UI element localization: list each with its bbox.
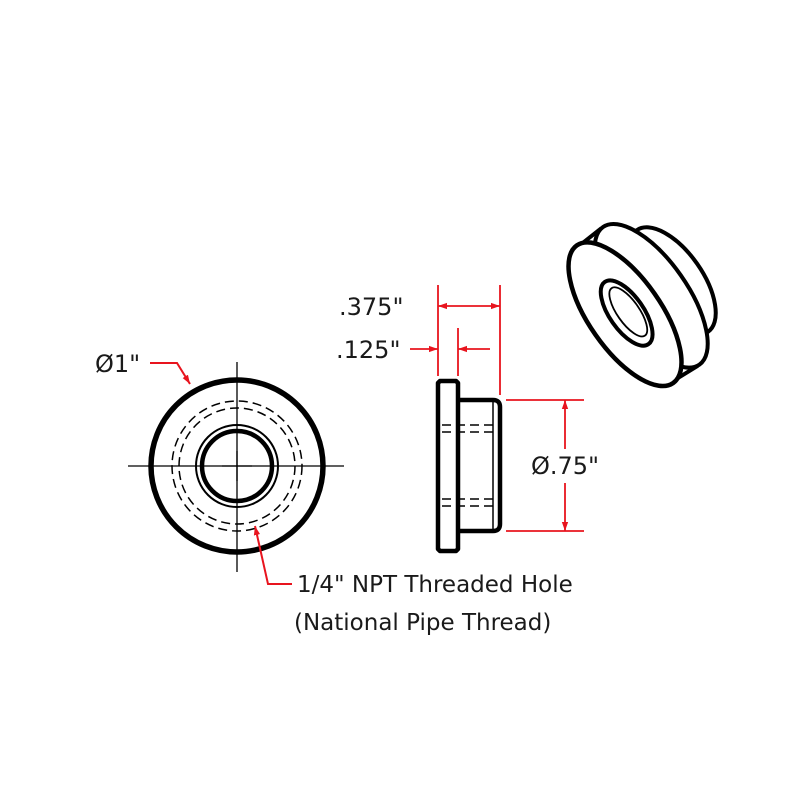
shank-hidden-circle	[171, 400, 303, 532]
overall-length-label: .375"	[339, 293, 403, 321]
shank-hidden-circle-inner	[178, 407, 296, 525]
diameter-leader	[150, 362, 191, 385]
hole-callout-line1: 1/4" NPT Threaded Hole	[297, 572, 573, 598]
threaded-hole-inner-ellipse	[608, 286, 649, 338]
front-view: Ø1" 1/4" NPT Threaded Hole (National Pip…	[95, 350, 573, 636]
side-view: .375" .125" Ø.75"	[336, 285, 599, 554]
flange-profile	[435, 378, 461, 554]
diameter-label: Ø1"	[95, 350, 140, 378]
flange-thickness-label: .125"	[336, 336, 400, 364]
thread-major-circle	[195, 424, 279, 508]
shank-diameter-label: Ø.75"	[531, 452, 599, 480]
threaded-hole-circle	[199, 428, 275, 504]
isometric-view	[566, 221, 718, 389]
threaded-hole-ellipse	[598, 278, 655, 348]
hole-callout-leader	[253, 525, 292, 585]
flange-outer-circle	[148, 377, 326, 555]
shank-profile	[458, 397, 503, 534]
hole-callout-line2: (National Pipe Thread)	[294, 610, 551, 636]
flange-front-face	[566, 240, 684, 389]
